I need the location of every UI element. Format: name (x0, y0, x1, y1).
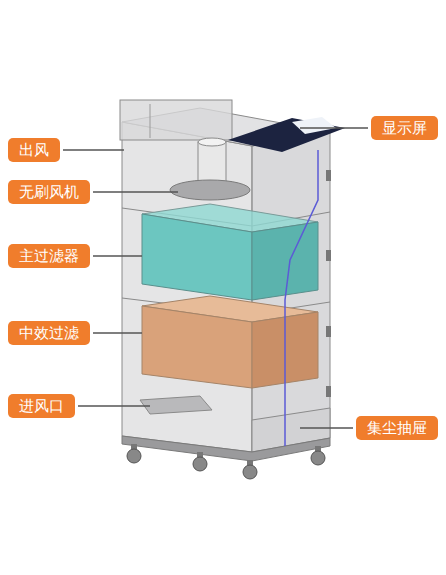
handle (326, 386, 331, 397)
callout-text: 显示屏 (382, 119, 427, 137)
leader-line (63, 149, 124, 151)
callout-tag: 中效过滤 (8, 321, 90, 345)
callout-text: 出风 (19, 141, 49, 159)
leader-line (93, 255, 142, 257)
callout-tag: 显示屏 (371, 116, 438, 140)
leader-line (300, 427, 353, 429)
leader-line (93, 191, 178, 193)
leader-line (300, 127, 368, 129)
cabinet-left-face (122, 122, 252, 452)
wheel (243, 465, 257, 479)
callout-tag: 进风口 (8, 394, 75, 418)
cabinet-right-face (252, 132, 330, 452)
wheel (127, 449, 141, 463)
callout-text: 集尘抽屉 (367, 419, 427, 437)
callout-tag: 出风 (8, 138, 60, 162)
outlet-grille (150, 104, 151, 138)
handle (326, 326, 331, 337)
wheel (311, 451, 325, 465)
outlet-box (120, 100, 232, 140)
main-filter-left (142, 214, 252, 300)
callout-tag: 无刷风机 (8, 180, 90, 204)
display-screen (292, 117, 336, 134)
display-panel (228, 118, 345, 152)
callout-text: 进风口 (19, 397, 64, 415)
fan-motor (198, 142, 226, 186)
callout-text: 无刷风机 (19, 183, 79, 201)
fan-disc (170, 180, 250, 200)
wheel (193, 457, 207, 471)
medium-filter-left (142, 306, 252, 388)
leader-line (78, 405, 150, 407)
handle (326, 250, 331, 261)
callout-text: 主过滤器 (19, 247, 79, 265)
inlet-opening (140, 396, 212, 414)
base-frame (122, 436, 330, 461)
callout-text: 中效过滤 (19, 324, 79, 342)
fan-motor-top (198, 138, 226, 146)
callout-tag: 主过滤器 (8, 244, 90, 268)
wire (285, 150, 318, 446)
main-filter-right (252, 222, 318, 300)
leader-line (93, 332, 142, 334)
handle (326, 170, 331, 181)
callout-tag: 集尘抽屉 (356, 416, 438, 440)
